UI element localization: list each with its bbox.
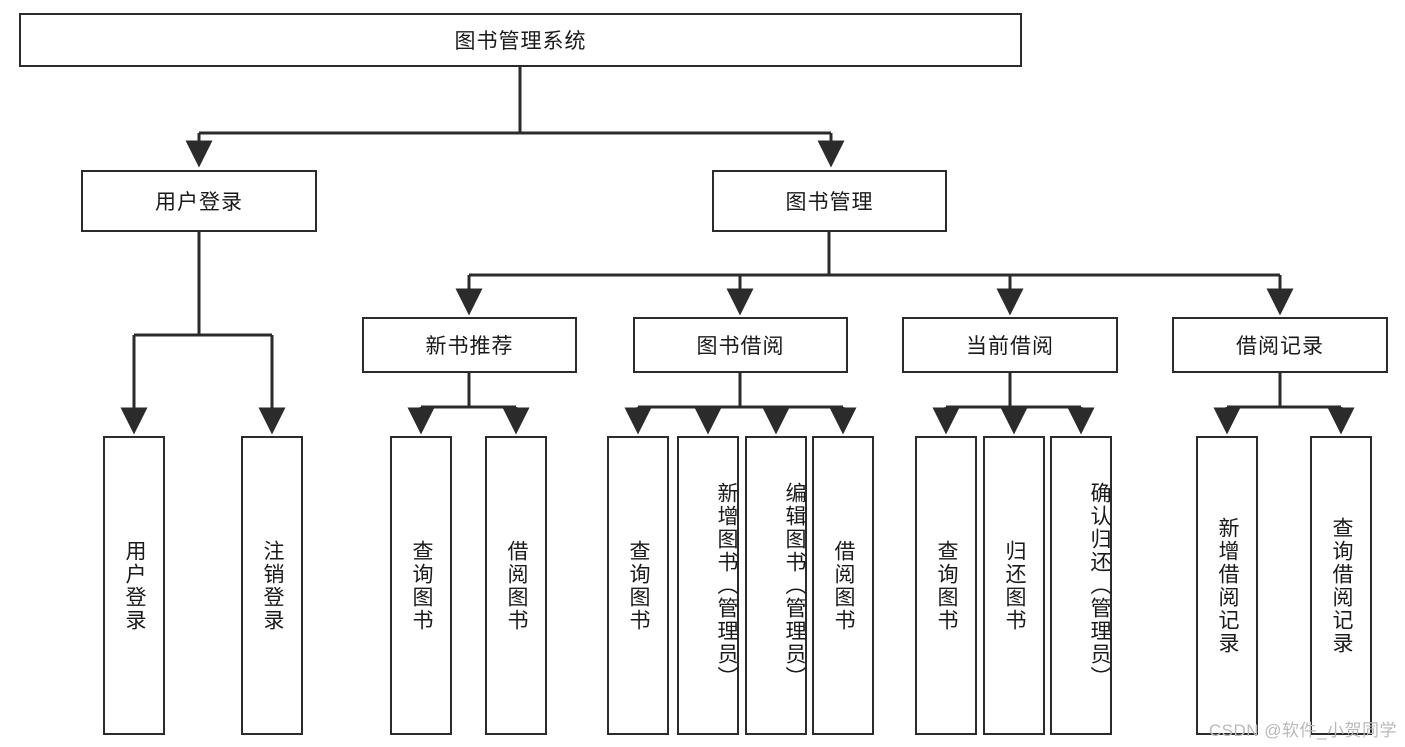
leaf-confirm-return-admin-label: 确认归还（管理员） [1088,482,1111,689]
leaf-query-borrow-record-label: 查询借阅记录 [1330,516,1354,655]
node-borrow-record-label: 借阅记录 [1236,335,1324,358]
node-root[interactable]: 图书管理系统 [19,13,1022,67]
node-user-login[interactable]: 用户登录 [81,170,317,232]
leaf-return-book[interactable]: 归还图书 [983,436,1045,735]
leaf-add-borrow-record-label: 新增借阅记录 [1216,516,1240,655]
node-borrow-record[interactable]: 借阅记录 [1172,317,1388,373]
leaf-confirm-return-admin[interactable]: 确认归还（管理员） [1050,436,1112,735]
leaf-query-book-recommend[interactable]: 查询图书 [390,436,452,735]
leaf-return-book-label: 归还图书 [1003,539,1027,632]
leaf-query-book-recommend-label: 查询图书 [410,539,434,632]
node-current-borrow-label: 当前借阅 [966,335,1054,358]
leaf-edit-book-admin-label: 编辑图书（管理员） [783,482,806,689]
leaf-borrow-book-label: 借阅图书 [832,539,856,632]
leaf-add-book-admin[interactable]: 新增图书（管理员） [677,436,739,735]
node-book-borrow[interactable]: 图书借阅 [633,317,848,373]
watermark-text: CSDN @软件_小贺同学 [1208,721,1397,740]
leaf-query-book-current[interactable]: 查询图书 [915,436,977,735]
node-new-book-recommend-label: 新书推荐 [425,335,514,358]
leaf-query-borrow-record[interactable]: 查询借阅记录 [1310,436,1372,735]
node-new-book-recommend[interactable]: 新书推荐 [362,317,577,373]
leaf-user-login-label: 用户登录 [123,539,147,632]
node-current-borrow[interactable]: 当前借阅 [902,317,1118,373]
leaf-user-logout-label: 注销登录 [261,539,285,632]
node-book-management[interactable]: 图书管理 [712,170,947,232]
leaf-query-book-borrow[interactable]: 查询图书 [607,436,669,735]
leaf-borrow-book-recommend[interactable]: 借阅图书 [485,436,547,735]
leaf-add-borrow-record[interactable]: 新增借阅记录 [1196,436,1258,735]
leaf-user-logout[interactable]: 注销登录 [241,436,303,735]
leaf-query-book-borrow-label: 查询图书 [627,539,651,632]
leaf-borrow-book-recommend-label: 借阅图书 [505,539,529,632]
leaf-add-book-admin-label: 新增图书（管理员） [715,482,738,689]
node-book-management-label: 图书管理 [785,191,874,214]
node-book-borrow-label: 图书借阅 [696,335,785,358]
node-root-label: 图书管理系统 [454,30,587,53]
leaf-borrow-book[interactable]: 借阅图书 [812,436,874,735]
node-user-login-label: 用户登录 [155,191,243,214]
leaf-user-login[interactable]: 用户登录 [103,436,165,735]
leaf-query-book-current-label: 查询图书 [935,539,959,632]
leaf-edit-book-admin[interactable]: 编辑图书（管理员） [745,436,807,735]
